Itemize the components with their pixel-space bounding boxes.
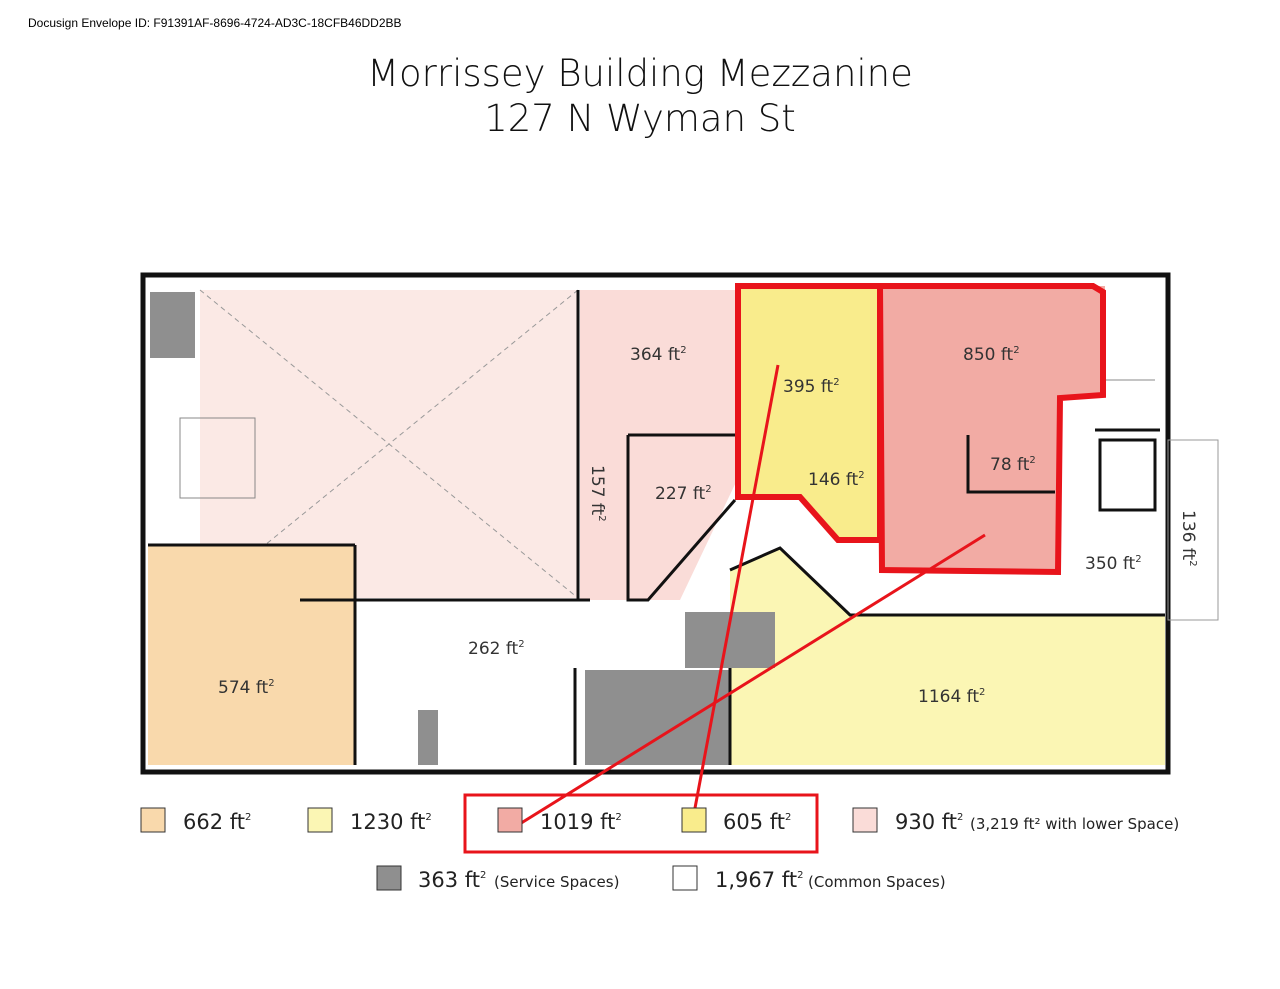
room-574: [148, 545, 355, 765]
room-label-395: 395 ft2: [783, 377, 840, 397]
highlight-legend-box: [463, 793, 819, 854]
legend-note: (Service Spaces): [494, 873, 619, 891]
legend-note: (3,219 ft² with lower Space): [970, 815, 1179, 833]
plan-title: Morrissey Building Mezzanine: [367, 52, 913, 95]
service-space: [585, 670, 730, 765]
room-label-364: 364 ft2: [630, 345, 687, 365]
service-space: [150, 292, 195, 358]
room-label-1164: 1164 ft2: [918, 687, 985, 707]
legend-note: (Common Spaces): [808, 873, 946, 891]
room-label-227: 227 ft2: [655, 484, 712, 504]
room-label-574: 574 ft2: [218, 678, 275, 698]
plan-address: 127 N Wyman St: [484, 97, 796, 140]
highlight-1019: [876, 283, 1106, 576]
room-label-262: 262 ft2: [468, 639, 525, 659]
legend-value: 930 ft2: [895, 810, 963, 834]
legend-value: 662 ft2: [183, 810, 251, 834]
room-1164: [730, 548, 1165, 765]
room-label-850: 850 ft2: [963, 345, 1020, 365]
service-space: [418, 710, 438, 765]
envelope-id: Docusign Envelope ID: F91391AF-8696-4724…: [28, 16, 402, 30]
room-label-350: 350 ft2: [1085, 554, 1142, 574]
room-label-146: 146 ft2: [808, 470, 865, 490]
legend-value: 1019 ft2: [540, 810, 622, 834]
legend: 662 ft2 1230 ft2 1019 ft2 605 ft2 930 ft…: [140, 807, 1179, 892]
room-label-78: 78 ft2: [990, 455, 1036, 475]
room-label-157: 157 ft2: [587, 465, 607, 522]
legend-value: 605 ft2: [723, 810, 791, 834]
legend-value: 1,967 ft2: [715, 868, 803, 892]
legend-value: 363 ft2: [418, 868, 486, 892]
room-364: [580, 290, 737, 600]
room-850: [880, 286, 1105, 570]
room-label-136: 136 ft2: [1178, 510, 1198, 567]
legend-value: 1230 ft2: [350, 810, 432, 834]
room-395: [738, 286, 880, 540]
